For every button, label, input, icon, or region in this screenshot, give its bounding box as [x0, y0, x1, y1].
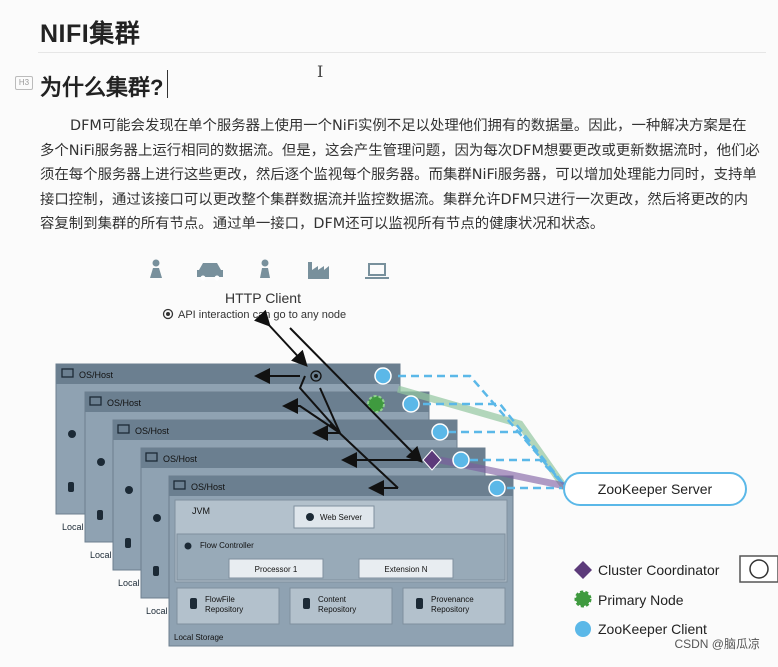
http-arrows [253, 309, 423, 496]
legend-diamond-icon [574, 561, 592, 579]
globe-icon [306, 513, 314, 521]
local-label: Local [62, 522, 84, 532]
web-server-label: Web Server [320, 513, 362, 522]
car-icon [197, 263, 223, 281]
os-host-label: OS/Host [163, 454, 198, 464]
laptop-icon [365, 263, 389, 279]
zookeeper-links [397, 374, 568, 491]
page-title: NIFI集群 [40, 20, 141, 48]
flow-controller-label: Flow Controller [200, 541, 254, 550]
legend-gear-icon [574, 590, 592, 608]
extension-label: Extension N [384, 565, 427, 574]
csdn-watermark: CSDN @脑瓜凉 [674, 637, 760, 651]
mouse-ibeam-cursor-icon: I [317, 62, 324, 81]
zookeeper-server-box [563, 472, 747, 506]
local-label: Local [90, 550, 112, 560]
section-heading[interactable]: 为什么集群? [40, 75, 164, 100]
http-client-label: HTTP Client [225, 290, 301, 306]
os-host-label: OS/Host [135, 426, 170, 436]
legend-label: Primary Node [598, 592, 684, 608]
extension-box [358, 558, 454, 579]
person-icon [150, 259, 162, 278]
cluster-coordinator-icon [422, 449, 442, 471]
legend-circle-icon [575, 621, 591, 637]
database-icon [190, 598, 197, 609]
os-host-label: OS/Host [79, 370, 114, 380]
database-icon [303, 598, 310, 609]
web-server-box [293, 505, 375, 529]
person-icon [260, 259, 270, 278]
processor-box [228, 558, 324, 579]
body-paragraph[interactable]: DFM可能会发现在单个服务器上使用一个NiFi实例不足以处理他们拥有的数据量。因… [40, 118, 760, 232]
local-storage-label: Local Storage [174, 633, 224, 642]
heading-level-badge[interactable]: H3 [15, 76, 33, 90]
processor-label: Processor 1 [255, 565, 298, 574]
gear-icon [184, 542, 192, 550]
local-label: Local [118, 578, 140, 588]
database-icon [416, 598, 423, 609]
jvm-label: JVM [192, 506, 210, 516]
api-target-icon [310, 370, 322, 382]
zk-client-icons [374, 367, 506, 497]
api-note: API interaction can go to any node [178, 309, 346, 321]
text-caret [167, 70, 168, 98]
legend-label: Cluster Coordinator [598, 562, 720, 578]
os-host-label: OS/Host [191, 482, 226, 492]
legend: Cluster Coordinator Primary Node ZooKeep… [574, 561, 720, 637]
host-header-icons [61, 368, 186, 490]
repository-row [176, 587, 506, 625]
primary-node-icon [367, 395, 385, 413]
title-divider [38, 52, 766, 53]
nifi-cluster-diagram: HTTP Client API interaction can go to an… [0, 248, 778, 667]
zookeeper-server-label: ZooKeeper Server [598, 481, 713, 497]
os-host-label: OS/Host [107, 398, 142, 408]
factory-icon [308, 262, 329, 279]
local-label: Local [146, 606, 168, 616]
legend-label: ZooKeeper Client [598, 621, 707, 637]
api-dot-icon [162, 308, 174, 320]
